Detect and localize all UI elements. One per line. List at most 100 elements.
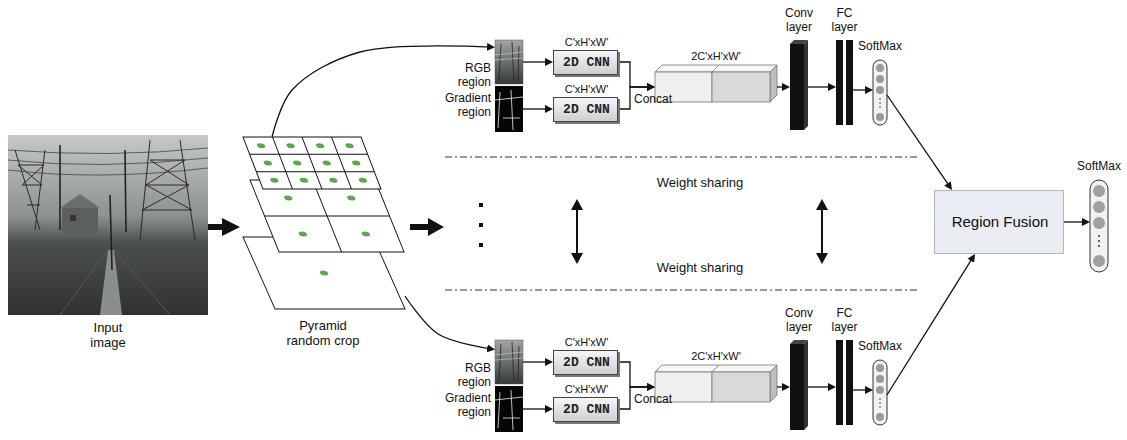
crop-center: [345, 143, 355, 148]
merge-label: Concat: [634, 93, 684, 107]
crop-center: [315, 143, 325, 148]
crop-center: [256, 143, 266, 148]
feature-block: 2C'xH'xW': [655, 72, 777, 102]
softmax-unit: [1093, 185, 1105, 197]
sharing-head: [816, 199, 828, 210]
sharing-label: Weight sharing: [620, 176, 780, 191]
node-caption: RGB region: [441, 62, 491, 90]
node-caption: SoftMax: [850, 40, 910, 54]
crop-center: [269, 178, 279, 183]
node-caption: C'xH'xW': [549, 83, 624, 96]
node-caption: Gradient region: [441, 92, 491, 120]
ellipsis-dot: [479, 203, 483, 207]
cnn-box: C'xH'xW'2D CNN: [553, 97, 618, 122]
flow-arrow: [272, 46, 491, 137]
sharing-head: [571, 199, 583, 210]
softmax-unit: [1093, 201, 1105, 213]
block-arrow-shaft: [410, 224, 430, 230]
crop-frame: [243, 137, 381, 189]
node-caption: SoftMax: [850, 340, 910, 354]
crop-grid: [243, 137, 381, 189]
softmax-vector: SoftMax: [1090, 180, 1108, 272]
cnn-box: C'xH'xW'2D CNN: [553, 350, 618, 375]
crop-layer: [250, 180, 404, 252]
flow-arrow: [777, 386, 786, 387]
cnn-box: C'xH'xW'2D CNN: [553, 397, 618, 422]
node-caption: C'xH'xW': [549, 336, 624, 349]
node-caption: RGB region: [441, 362, 491, 390]
ellipsis-dot: [479, 223, 483, 227]
block-arrow-head: [428, 218, 444, 236]
crop-center: [328, 178, 338, 183]
photo-tower: [140, 140, 195, 240]
ellipsis-dot: [479, 243, 483, 247]
box-label: 2D CNN: [554, 398, 619, 421]
softmax-dot: [1098, 240, 1100, 242]
softmax-shell: [1090, 180, 1108, 272]
flow-arrow: [405, 296, 491, 349]
crop-center: [358, 178, 368, 183]
crop-center: [346, 196, 356, 201]
crop-center: [286, 143, 296, 148]
merge-label: Concat: [634, 393, 684, 407]
sharing-head: [816, 253, 828, 264]
gradient-region: Gradient region: [495, 86, 523, 132]
flow-arrow: [853, 389, 869, 390]
crop-center: [361, 232, 371, 237]
cnn-box: C'xH'xW'2D CNN: [553, 50, 618, 75]
crop-grid: [250, 180, 404, 252]
fusion-box: Region Fusion: [934, 190, 1064, 254]
flow-arrow: [808, 86, 832, 87]
flow-arrow: [1064, 221, 1086, 222]
fc-layer: FC layer: [836, 340, 853, 425]
softmax-unit: [1093, 217, 1105, 229]
crop-center: [283, 196, 293, 201]
crop-pyramid: [243, 137, 405, 309]
crop-center: [322, 161, 332, 166]
feature-block: 2C'xH'xW': [655, 372, 777, 402]
photo-roof: [60, 194, 100, 208]
node-caption: Pyramid random crop: [278, 319, 368, 349]
softmax-vector: SoftMax: [873, 60, 887, 125]
photo-window: [70, 215, 76, 221]
softmax-unit: [1093, 255, 1105, 267]
crop-frame: [250, 180, 404, 252]
fc-layer: FC layer: [836, 40, 853, 125]
sharing-arrow: [816, 199, 828, 264]
flow-arrow: [853, 89, 869, 90]
node-caption: SoftMax: [1071, 160, 1127, 174]
gradient-region: Gradient region: [495, 386, 523, 432]
flow-arrow: [887, 95, 950, 187]
node-caption: C'xH'xW': [549, 36, 624, 49]
flow-arrow: [523, 61, 549, 62]
flow-arrow: [523, 408, 549, 409]
crop-pyramid: Pyramid random crop: [240, 137, 405, 310]
node-caption: FC layer: [824, 6, 865, 34]
box-label: 2D CNN: [554, 51, 619, 74]
final-softmax-vector: [1090, 180, 1108, 272]
box-label: Region Fusion: [935, 191, 1065, 253]
softmax-vector: SoftMax: [873, 360, 887, 425]
conv-layer: Conv layer: [790, 40, 808, 130]
crop-center: [263, 161, 273, 166]
branch-art: [495, 40, 887, 132]
sharing-label: Weight sharing: [620, 261, 780, 276]
node-caption: Conv layer: [778, 306, 820, 334]
flow-arrow: [808, 386, 832, 387]
flow-arrow: [618, 62, 651, 87]
node-caption: C'xH'xW': [549, 383, 624, 396]
flow-arrow: [887, 257, 973, 395]
crop-center: [319, 271, 329, 276]
rgb-region: RGB region: [495, 40, 523, 84]
softmax-dot: [1098, 245, 1100, 247]
crop-center: [292, 161, 302, 166]
photo-wire: [8, 148, 208, 175]
crop-center: [298, 232, 308, 237]
flow-arrow: [777, 86, 786, 87]
node-caption: 2C'xH'xW': [650, 50, 782, 63]
branch-art: [495, 340, 887, 432]
flow-arrow: [523, 108, 549, 109]
photo-ground: [8, 135, 208, 315]
flow-arrow: [523, 361, 549, 362]
